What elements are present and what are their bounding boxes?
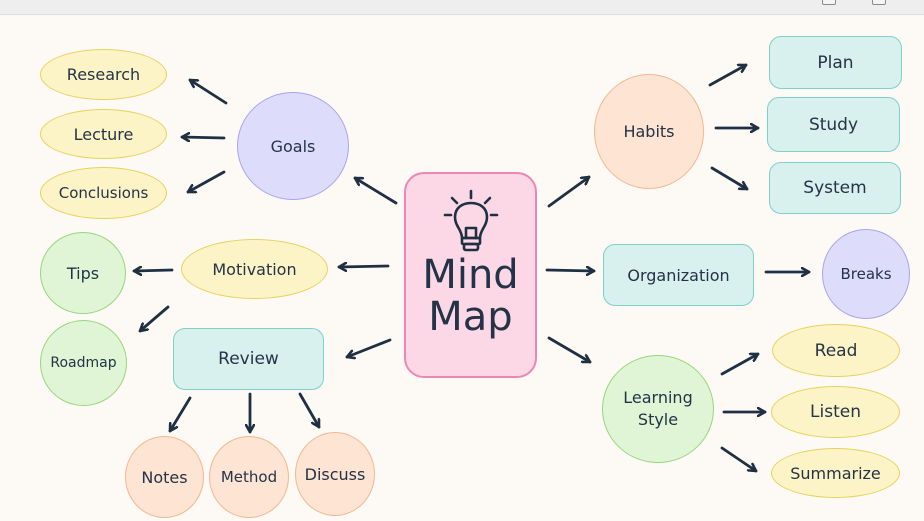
node-summarize[interactable]: Summarize [771, 448, 900, 498]
arrow-to-discuss [298, 392, 321, 429]
window-top-bar [0, 0, 924, 15]
node-habits[interactable]: Habits [594, 74, 704, 189]
node-label: System [803, 178, 867, 198]
node-label: Research [66, 65, 141, 84]
node-label-line2: Style [637, 410, 679, 429]
node-label: Goals [270, 136, 316, 156]
node-system[interactable]: System [769, 162, 901, 214]
node-review[interactable]: Review [173, 328, 324, 390]
node-breaks[interactable]: Breaks [822, 229, 910, 319]
center-title-line1: Mind [422, 252, 519, 298]
arrow-to-summarize [720, 446, 758, 473]
node-label: Motivation [212, 259, 297, 279]
arrow-to-organization [545, 270, 596, 271]
arrow-to-read [720, 352, 760, 376]
arrow-to-tips [132, 270, 174, 271]
node-label: Organization [627, 265, 730, 285]
node-conclusions[interactable]: Conclusions [40, 167, 167, 219]
arrow-to-goals [353, 176, 398, 205]
node-tips[interactable]: Tips [40, 232, 126, 314]
node-label: Notes [141, 467, 188, 487]
node-label: Lecture [73, 124, 134, 144]
node-label: Roadmap [50, 355, 117, 371]
arrow-to-roadmap [138, 305, 170, 333]
arrow-to-lecture [180, 137, 226, 138]
window-icon[interactable] [822, 0, 836, 5]
node-label: Conclusions [58, 184, 149, 202]
node-plan[interactable]: Plan [769, 36, 902, 89]
node-motivation[interactable]: Motivation [181, 239, 328, 299]
arrow-to-learning-style [547, 336, 592, 364]
arrow-to-review [345, 338, 392, 357]
arrow-to-plan [708, 63, 748, 87]
node-label: Review [218, 349, 279, 369]
node-label: Plan [817, 52, 854, 73]
center-node-mind-map[interactable]: Mind Map [404, 172, 537, 378]
node-goals[interactable]: Goals [237, 92, 349, 200]
center-title-line2: Map [428, 294, 513, 340]
node-label-line1: Learning [623, 388, 693, 407]
node-label: Listen [810, 402, 861, 422]
node-discuss[interactable]: Discuss [295, 432, 375, 516]
node-organization[interactable]: Organization [603, 244, 754, 306]
node-label: Breaks [840, 265, 892, 283]
node-learning-style[interactable]: Learning Style [602, 355, 714, 463]
node-label: Summarize [790, 463, 881, 483]
arrow-to-research [188, 78, 228, 105]
node-roadmap[interactable]: Roadmap [40, 320, 127, 406]
arrow-to-habits [547, 175, 591, 208]
node-research[interactable]: Research [40, 49, 167, 100]
node-notes[interactable]: Notes [125, 436, 204, 518]
node-label: Discuss [304, 464, 366, 484]
arrow-to-notes [168, 396, 192, 433]
node-study[interactable]: Study [767, 97, 900, 152]
node-method[interactable]: Method [209, 436, 289, 518]
node-read[interactable]: Read [772, 324, 900, 377]
lightbulb-icon [443, 189, 498, 252]
node-label: Read [814, 340, 858, 361]
node-lecture[interactable]: Lecture [40, 109, 167, 159]
arrow-to-system [710, 166, 749, 191]
node-label: Tips [66, 263, 100, 283]
node-label: Study [808, 114, 859, 135]
node-label: Method [220, 468, 278, 486]
node-listen[interactable]: Listen [771, 386, 900, 438]
arrow-to-motivation [337, 266, 390, 267]
node-label: Habits [623, 122, 675, 141]
arrow-to-conclusions [186, 170, 226, 194]
window-icon[interactable] [872, 0, 886, 5]
